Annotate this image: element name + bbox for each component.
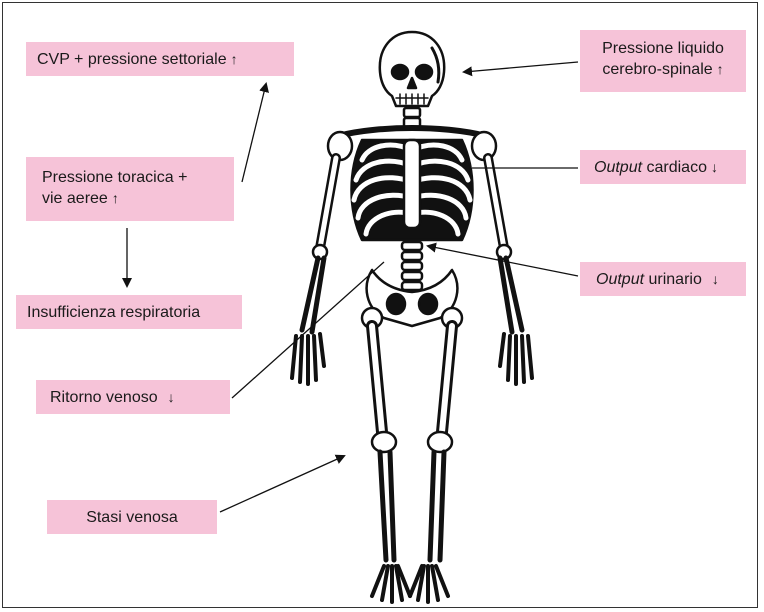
label-stasi-venosa: Stasi venosa <box>47 500 217 534</box>
label-ritorno-venoso: Ritorno venoso↓ <box>36 380 230 414</box>
label-cvp-pressione-settoriale: CVP + pressione settoriale↑ <box>26 42 294 76</box>
label-insufficienza-respiratoria: Insufficienza respiratoria <box>16 295 242 329</box>
label-pressione-liquido-cerebro-spinale: Pressione liquido cerebro-spinale↑ <box>580 30 746 92</box>
label-output-urinario: Output urinario↓ <box>580 262 746 296</box>
label-pressione-toracica: Pressione toracica + vie aeree↑ <box>26 157 234 221</box>
skull <box>380 32 444 106</box>
label-output-cardiaco: Output cardiaco↓ <box>580 150 746 184</box>
